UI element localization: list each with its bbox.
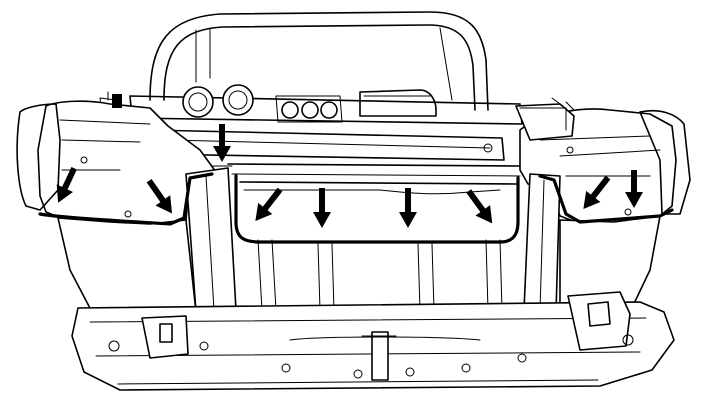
arrow-right-inner [583, 175, 611, 210]
arrow-grille-center-right [399, 188, 417, 228]
arrow-top-center [213, 124, 231, 162]
arrow-grille-left [255, 187, 283, 222]
front-bumper [71, 291, 675, 391]
radiator-support-frame [57, 167, 661, 313]
arrow-left-inner [146, 178, 173, 214]
dash-cowl [99, 84, 523, 147]
arrow-left-outer [56, 166, 77, 203]
arrows [56, 124, 643, 228]
grille-opening-outline [38, 172, 674, 244]
arrow-grille-right [466, 189, 493, 224]
arrow-grille-center-left [313, 188, 331, 228]
gauge-cluster-center [275, 95, 343, 123]
gauge-cluster-left [182, 84, 254, 118]
windshield-frame [149, 11, 489, 111]
arrow-right-outer [625, 170, 643, 208]
